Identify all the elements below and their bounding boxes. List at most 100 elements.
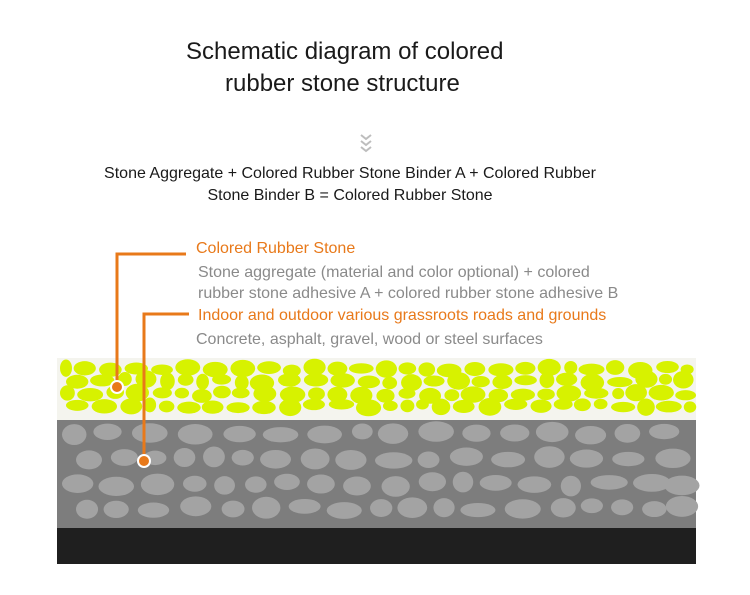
layer-2-description: Concrete, asphalt, gravel, wood or steel… <box>196 331 543 348</box>
rubber-stone <box>174 387 190 399</box>
rubber-stone <box>398 362 417 375</box>
base-stone <box>62 424 87 445</box>
rubber-stone <box>419 387 442 404</box>
formula-line-1: Stone Aggregate + Colored Rubber Stone B… <box>104 165 596 182</box>
rubber-stone <box>282 364 301 377</box>
base-stone <box>452 471 474 493</box>
rubber-stone <box>539 372 555 389</box>
rubber-stone <box>350 386 373 404</box>
rubber-stone <box>655 400 682 413</box>
rubber-stone <box>357 375 381 389</box>
rubber-stone <box>91 399 118 414</box>
rubber-stone <box>66 374 89 389</box>
rubber-stone <box>611 401 636 413</box>
base-stone <box>460 502 496 518</box>
rubber-stone <box>175 359 201 376</box>
rubber-stone <box>515 361 536 375</box>
rubber-stone <box>192 389 212 403</box>
base-stone <box>137 502 170 518</box>
base-stone <box>61 474 94 493</box>
rubber-stone <box>564 360 578 375</box>
rubber-stone <box>106 385 124 399</box>
base-stone <box>131 423 168 443</box>
colored-rubber-stones <box>60 358 697 417</box>
rubber-stone <box>253 385 277 402</box>
rubber-stone <box>77 388 104 402</box>
rubber-stone <box>656 360 679 374</box>
rubber-stone <box>658 373 673 385</box>
rubber-stone <box>90 374 115 387</box>
rubber-stone <box>683 401 697 413</box>
layer-2-name: Indoor and outdoor various grassroots ro… <box>198 307 607 324</box>
rubber-stone <box>556 385 582 402</box>
rubber-stone <box>348 363 374 374</box>
leader-dot-2 <box>137 454 151 468</box>
rubber-stone <box>327 361 348 376</box>
base-stone <box>252 496 281 519</box>
base-stone <box>560 475 582 497</box>
base-stone <box>611 499 634 516</box>
title-line-1: Schematic diagram of colored <box>186 38 504 65</box>
stone-layer-fill <box>57 358 696 420</box>
base-stone <box>504 499 541 519</box>
rubber-stone <box>213 385 231 399</box>
rubber-stone <box>444 389 460 402</box>
base-stone <box>491 451 526 468</box>
base-stone <box>569 449 604 468</box>
rubber-stone <box>514 375 537 386</box>
base-stone <box>534 446 565 468</box>
rubber-stone <box>60 359 73 377</box>
rubber-stone <box>431 398 451 416</box>
base-stone <box>550 498 576 518</box>
rubber-stone <box>328 399 355 410</box>
rubber-stone <box>447 372 471 390</box>
rubber-stone <box>452 399 475 414</box>
base-stone <box>535 421 569 443</box>
base-stone <box>655 448 691 469</box>
rubber-stone <box>125 383 149 402</box>
base-stone <box>370 499 393 517</box>
base-stone <box>221 500 245 518</box>
base-stone <box>664 475 700 496</box>
rubber-stone <box>556 372 578 387</box>
rubber-stone <box>151 364 173 375</box>
rubber-stone <box>226 402 250 414</box>
base-stone <box>177 424 213 445</box>
rubber-stone <box>303 373 329 387</box>
base-stone <box>203 446 225 468</box>
rubber-stone <box>231 387 250 399</box>
rubber-stone <box>303 358 326 376</box>
rubber-stone <box>578 363 605 376</box>
base-stones <box>61 421 700 519</box>
rubber-stone <box>573 398 591 412</box>
rubber-stone <box>680 364 694 375</box>
rubber-stone <box>537 388 555 401</box>
base-stone <box>377 423 409 444</box>
rubber-stone <box>327 386 348 403</box>
base-stone <box>98 476 135 496</box>
base-stone <box>76 499 99 519</box>
base-layer <box>57 418 696 528</box>
rubber-stone <box>488 363 514 377</box>
base-stone <box>343 476 371 496</box>
base-stone <box>307 425 342 444</box>
rubber-stone <box>612 388 625 400</box>
rubber-stone <box>376 388 395 403</box>
rubber-stone <box>196 373 209 390</box>
base-stone <box>580 498 603 514</box>
rubber-stone <box>177 401 201 414</box>
rubber-stone <box>375 360 397 378</box>
base-stone <box>479 474 512 491</box>
rubber-stone <box>423 375 445 387</box>
rubber-stone <box>202 361 228 378</box>
rubber-stone <box>673 370 694 389</box>
formula-line-2: Stone Binder B = Colored Rubber Stone <box>207 187 493 204</box>
base-stone <box>288 498 321 514</box>
bottom-layer <box>57 528 696 564</box>
rubber-stone <box>382 400 398 411</box>
base-stone <box>374 452 413 469</box>
base-stone <box>260 449 291 469</box>
rubber-stone <box>234 374 249 391</box>
rubber-stone <box>635 370 658 388</box>
base-stone <box>180 496 212 517</box>
